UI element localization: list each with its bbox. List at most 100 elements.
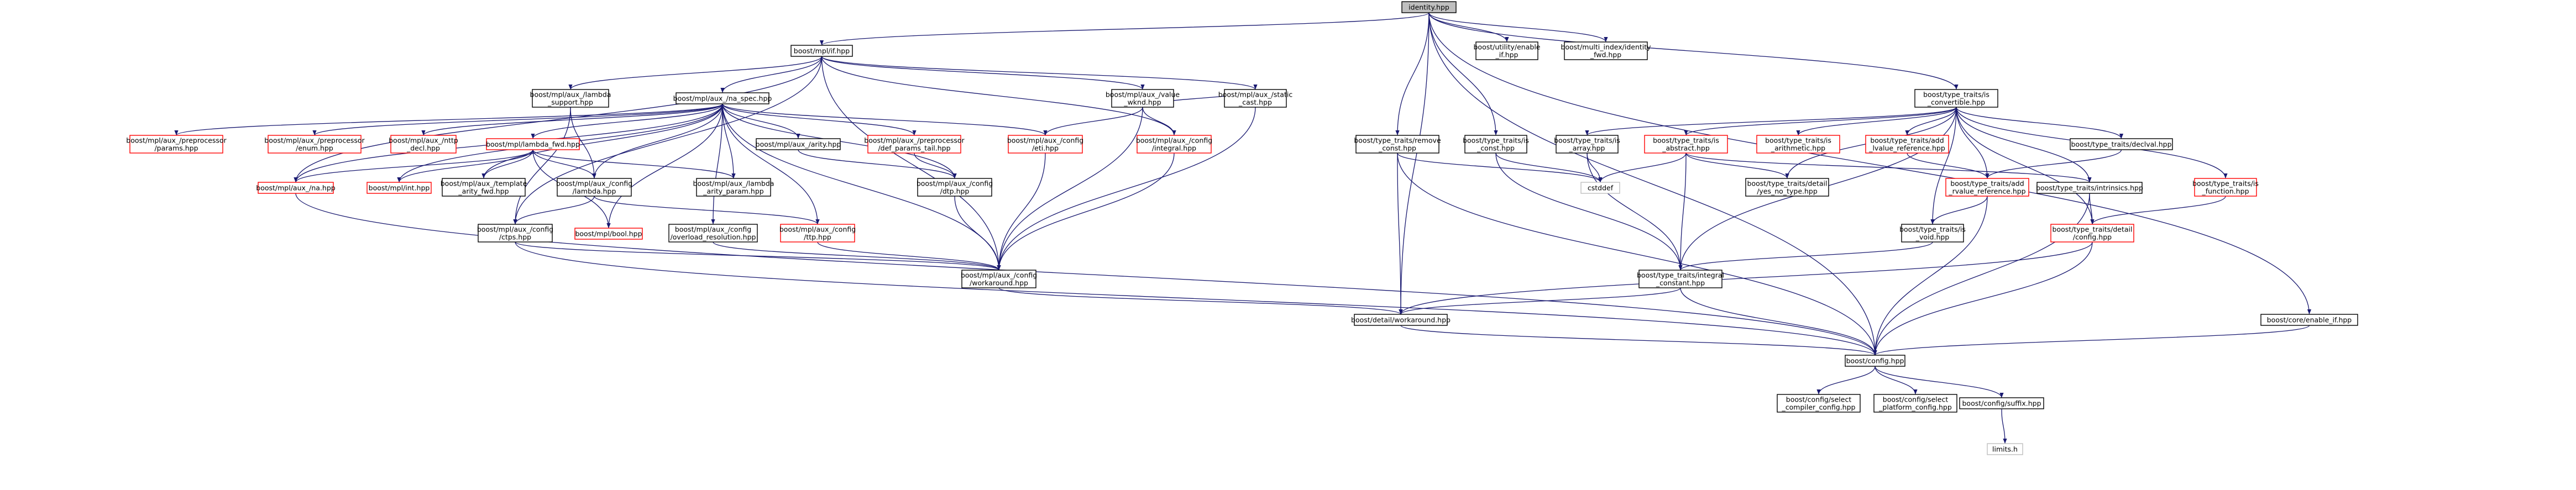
node-is_arithmetic[interactable]: boost/type_traits/is_arithmetic.hpp — [1756, 135, 1840, 154]
node-add_rvalue_ref[interactable]: boost/type_traits/add_rvalue_reference.h… — [1945, 178, 2029, 197]
node-is_abstract[interactable]: boost/type_traits/is_abstract.hpp — [1644, 135, 1728, 154]
node-lambda_fwd[interactable]: boost/mpl/lambda_fwd.hpp — [486, 138, 580, 150]
node-label: /integral.hpp — [1152, 144, 1196, 152]
node-limits[interactable]: limits.h — [1987, 443, 2023, 455]
node-cfg_lambda[interactable]: boost/mpl/aux_/config/lambda.hpp — [556, 178, 632, 197]
node-lambda_arity_param[interactable]: boost/mpl/aux_/lambda_arity_param.hpp — [693, 178, 774, 197]
node-label: boost/type_traits/is — [2192, 180, 2259, 188]
node-is_void[interactable]: boost/type_traits/is_void.hpp — [1899, 224, 1966, 243]
node-identity[interactable]: identity.hpp — [1401, 1, 1457, 13]
node-detail_workaround[interactable]: boost/detail/workaround.hpp — [1351, 314, 1451, 326]
node-is_array[interactable]: boost/type_traits/is_array.hpp — [1554, 135, 1620, 154]
node-box — [780, 224, 855, 243]
node-suffix[interactable]: boost/config/suffix.hpp — [1959, 397, 2044, 409]
node-select_platform[interactable]: boost/config/select_platform_config.hpp — [1873, 394, 1957, 413]
edge-is_convertible-to-add_rvalue_ref — [1956, 107, 1989, 179]
node-config[interactable]: boost/config.hpp — [1845, 355, 1905, 367]
node-cfg_ctps[interactable]: boost/mpl/aux_/config/ctps.hpp — [477, 224, 553, 243]
node-label: boost/mpl/aux_/preprocessor — [126, 136, 227, 145]
node-mi_identity_fwd[interactable]: boost/multi_index/identity_fwd.hpp — [1561, 41, 1651, 60]
node-intrinsics[interactable]: boost/type_traits/intrinsics.hpp — [2036, 182, 2143, 194]
node-box — [2036, 182, 2143, 194]
node-na[interactable]: boost/mpl/aux_/na.hpp — [256, 182, 336, 194]
edge-is_abstract-to-integral_constant — [1678, 152, 1687, 271]
node-box — [486, 138, 580, 150]
node-nttp_decl[interactable]: boost/mpl/aux_/nttp_decl.hpp — [389, 135, 458, 154]
edge-config-to-select_compiler — [1816, 366, 1876, 395]
node-cfg_workaround[interactable]: boost/mpl/aux_/config/workaround.hpp — [961, 270, 1037, 288]
node-template_arity_fwd[interactable]: boost/mpl/aux_/template_arity_fwd.hpp — [441, 178, 527, 197]
edge-tt_detail_config-to-detail_workaround — [1399, 241, 2093, 315]
node-arity[interactable]: boost/mpl/aux_/arity.hpp — [756, 138, 841, 150]
node-label: /ctps.hpp — [499, 233, 531, 241]
node-cfg_dtp[interactable]: boost/mpl/aux_/config/dtp.hpp — [917, 178, 993, 197]
edge-lambda_fwd-to-mpl_int — [397, 149, 533, 183]
node-box — [1945, 178, 2029, 197]
node-is_const[interactable]: boost/type_traits/is_const.hpp — [1463, 135, 1529, 154]
node-select_compiler[interactable]: boost/config/select_compiler_config.hpp — [1777, 394, 1861, 413]
edge-lambda_fwd-to-cfg_lambda — [532, 149, 596, 179]
node-tt_detail_config[interactable]: boost/type_traits/detail/config.hpp — [2050, 224, 2134, 243]
node-label: boost/config/select — [1786, 396, 1852, 404]
node-box — [1580, 182, 1620, 194]
edge-cfg_workaround-to-detail_workaround — [998, 287, 1403, 315]
edge-def_params_tail-to-cfg_dtp — [914, 152, 957, 179]
node-box — [2194, 178, 2257, 197]
node-cfg_ttp[interactable]: boost/mpl/aux_/config/ttp.hpp — [779, 224, 856, 243]
node-yes_no_type[interactable]: boost/type_traits/detail/yes_no_type.hpp — [1745, 178, 1829, 197]
edge-cfg_integral-to-cfg_workaround — [997, 152, 1175, 271]
node-box — [696, 178, 771, 197]
edge-identity-to-mpl_if — [820, 12, 1430, 46]
edge-detail_workaround-to-config — [1400, 325, 1877, 356]
node-box — [1137, 135, 1212, 154]
node-pp_params[interactable]: boost/mpl/aux_/preprocessor/params.hpp — [126, 135, 227, 154]
edge-is_const-to-cstddef — [1495, 152, 1603, 183]
node-value_wknd[interactable]: boost/mpl/aux_/value_wknd.hpp — [1106, 89, 1180, 108]
node-na_spec[interactable]: boost/mpl/aux_/na_spec.hpp — [673, 92, 772, 104]
node-label: boost/mpl/aux_/preprocessor — [864, 136, 965, 145]
node-label: boost/mpl/aux_/config — [1136, 136, 1212, 145]
edge-mpl_if-to-cfg_workaround — [821, 56, 1001, 271]
node-label: boost/detail/workaround.hpp — [1351, 316, 1451, 324]
node-def_params_tail[interactable]: boost/mpl/aux_/preprocessor/def_params_t… — [864, 135, 965, 154]
edge-is_convertible-to-is_array — [1585, 107, 1957, 136]
node-add_lvalue_ref[interactable]: boost/type_traits/add_lvalue_reference.h… — [1865, 135, 1949, 154]
edge-declval-to-add_rvalue_ref — [1985, 149, 2122, 179]
node-cfg_overload[interactable]: boost/mpl/aux_/config/overload_resolutio… — [668, 224, 758, 243]
node-box — [1638, 270, 1722, 288]
node-static_cast[interactable]: boost/mpl/aux_/static_cast.hpp — [1218, 89, 1293, 108]
node-is_convertible[interactable]: boost/type_traits/is_convertible.hpp — [1914, 89, 1998, 108]
node-box — [390, 135, 457, 154]
node-box — [1008, 135, 1083, 154]
node-mpl_bool[interactable]: boost/mpl/bool.hpp — [574, 228, 643, 240]
node-lambda_support[interactable]: boost/mpl/aux_/lambda_support.hpp — [530, 89, 611, 108]
edge-intrinsics-to-config — [1873, 193, 2090, 356]
edge-mpl_if-to-cfg_ctps — [513, 56, 823, 225]
edge-add_lvalue_ref-to-add_rvalue_ref — [1907, 152, 1989, 179]
node-label: boost/type_traits/integral — [1637, 271, 1724, 280]
node-core_enable_if[interactable]: boost/core/enable_if.hpp — [2260, 314, 2358, 326]
node-integral_constant[interactable]: boost/type_traits/integral_constant.hpp — [1637, 270, 1724, 288]
node-label: boost/mpl/aux_/template — [441, 180, 527, 188]
node-is_function[interactable]: boost/type_traits/is_function.hpp — [2192, 178, 2259, 197]
node-enable_if[interactable]: boost/utility/enable_if.hpp — [1474, 41, 1541, 60]
node-mpl_if[interactable]: boost/mpl/if.hpp — [790, 45, 853, 57]
node-label: /eti.hpp — [1032, 144, 1059, 152]
edge-integral_constant-to-detail_workaround — [1399, 287, 1681, 315]
edge-lambda_support-to-cfg_ctps — [513, 107, 571, 225]
edge-na_spec-to-mpl_bool — [606, 103, 723, 229]
node-declval[interactable]: boost/type_traits/declval.hpp — [2070, 138, 2173, 150]
node-cstddef[interactable]: cstddef — [1580, 182, 1620, 194]
node-label: identity.hpp — [1409, 3, 1449, 12]
node-label: _constant.hpp — [1656, 279, 1705, 287]
node-label: /def_params_tail.hpp — [878, 144, 950, 152]
edge-integral_constant-to-config — [1680, 287, 1877, 356]
node-label: _support.hpp — [547, 98, 593, 107]
node-remove_const[interactable]: boost/type_traits/remove_const.hpp — [1354, 135, 1441, 154]
node-pp_enum[interactable]: boost/mpl/aux_/preprocessor/enum.hpp — [264, 135, 365, 154]
node-cfg_eti[interactable]: boost/mpl/aux_/config/eti.hpp — [1007, 135, 1083, 154]
node-cfg_integral[interactable]: boost/mpl/aux_/config/integral.hpp — [1136, 135, 1212, 154]
node-label: boost/mpl/aux_/config — [961, 271, 1037, 280]
node-label: boost/mpl/aux_/na.hpp — [256, 184, 336, 192]
node-mpl_int[interactable]: boost/mpl/int.hpp — [366, 182, 432, 194]
